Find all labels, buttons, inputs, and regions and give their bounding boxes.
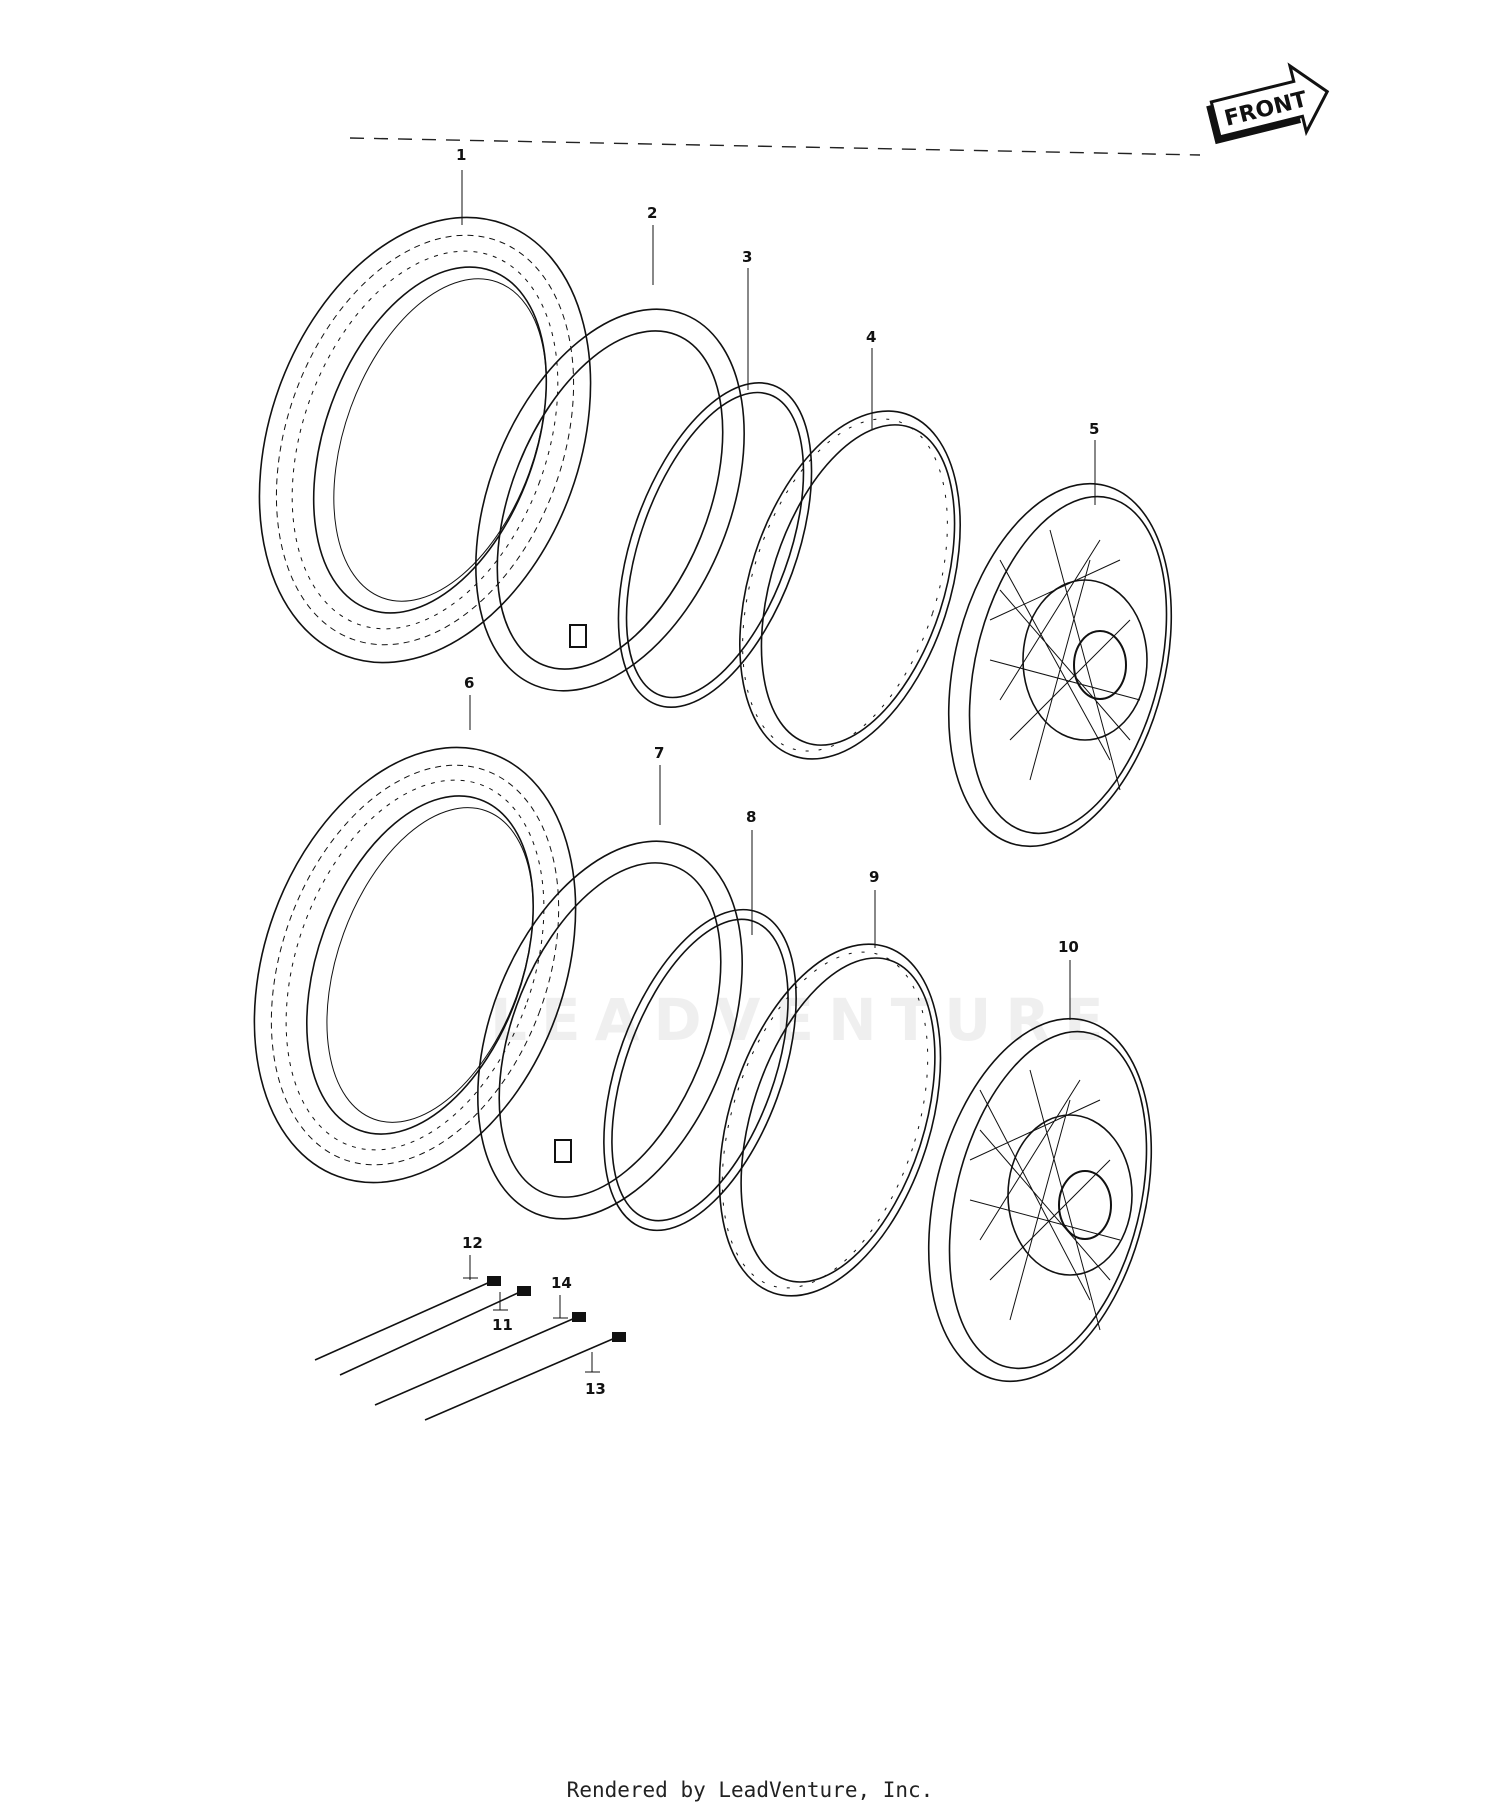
rim-rear — [718, 943, 942, 1297]
axis-dash-line — [349, 137, 1201, 156]
callout-4: 4 — [866, 328, 876, 346]
leader-lines — [461, 170, 1096, 1373]
callout-2: 2 — [647, 204, 657, 222]
callout-8: 8 — [746, 808, 756, 826]
callout-5: 5 — [1089, 420, 1099, 438]
callout-labels: 1 2 3 4 5 6 7 8 9 10 11 12 13 14 — [456, 146, 1099, 1398]
front-arrow: FRONT — [1206, 62, 1330, 145]
rim-front — [739, 410, 961, 760]
callout-1: 1 — [456, 146, 466, 164]
callout-6: 6 — [464, 674, 474, 692]
tube-rear — [477, 840, 743, 1220]
callout-11: 11 — [492, 1316, 513, 1334]
callout-9: 9 — [869, 868, 879, 886]
footer-credit: Rendered by LeadVenture, Inc. — [566, 1778, 934, 1802]
rim-band-front — [617, 382, 813, 708]
wheel-front — [947, 482, 1173, 848]
tire-rear — [253, 746, 577, 1184]
callout-10: 10 — [1058, 938, 1079, 956]
callout-3: 3 — [742, 248, 752, 266]
callout-13: 13 — [585, 1380, 606, 1398]
front-indicator: FRONT — [349, 62, 1330, 156]
callout-14: 14 — [551, 1274, 572, 1292]
spoke-set — [314, 1276, 626, 1421]
wheel-rear — [927, 1017, 1153, 1383]
tube-front — [475, 308, 745, 692]
tire-front — [258, 216, 592, 664]
watermark-text: LEADVENTURE — [490, 986, 1118, 1054]
callout-7: 7 — [654, 744, 664, 762]
rim-band-rear — [603, 908, 797, 1232]
callout-12: 12 — [462, 1234, 483, 1252]
